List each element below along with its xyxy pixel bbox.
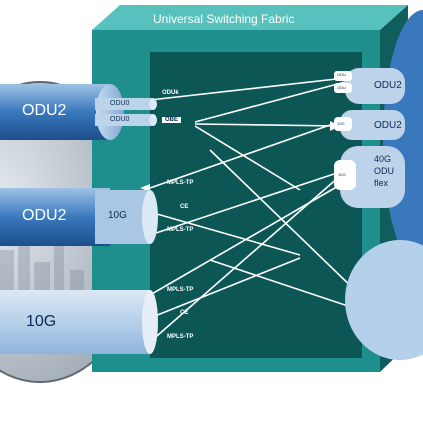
right-lower-drum bbox=[345, 240, 423, 360]
left-tube-10g bbox=[0, 290, 158, 354]
oduk-label: ODUk bbox=[162, 90, 179, 96]
line-obe-1 bbox=[194, 81, 346, 123]
cross-connect-lines bbox=[149, 77, 361, 343]
tengig-label: 10G bbox=[26, 313, 57, 330]
odu-sub-2: ODU bbox=[337, 85, 346, 90]
odu2-right-top-label: ODU2 bbox=[374, 80, 402, 91]
odu-flex-line-1: 40G bbox=[374, 154, 392, 164]
odu-sub-1: ODU bbox=[337, 72, 346, 77]
line-mpls-2 bbox=[149, 171, 341, 236]
odu0-port-1: ODU0 bbox=[110, 100, 130, 107]
right-small-plugs bbox=[334, 71, 356, 190]
plug bbox=[334, 83, 352, 93]
plug bbox=[334, 160, 356, 190]
right-tube-odu-flex bbox=[340, 146, 405, 208]
plug bbox=[334, 117, 352, 131]
right-tube-odu2-mid bbox=[340, 110, 405, 140]
obe-label: OBE bbox=[162, 117, 182, 123]
right-tube-odu2-top bbox=[345, 68, 405, 104]
odu-flex-line-2: ODU bbox=[374, 166, 394, 176]
line-mpls-1 bbox=[149, 124, 331, 189]
line-ce-1 bbox=[149, 211, 301, 256]
plug bbox=[334, 71, 352, 81]
odu-flex-line-3: flex bbox=[374, 178, 389, 188]
fabric-inner-panel bbox=[150, 52, 362, 358]
fabric-title: Universal Switching Fabric bbox=[153, 12, 295, 26]
odu2-right-mid-label: ODU2 bbox=[374, 120, 402, 131]
line-obe-3 bbox=[194, 125, 301, 191]
line-cross-b bbox=[209, 259, 361, 311]
tengig-right-flex: 10G bbox=[338, 172, 346, 177]
odu2-label-b: ODU2 bbox=[22, 207, 67, 224]
fabric-top-face bbox=[92, 5, 408, 30]
line-mpls-4 bbox=[149, 175, 341, 343]
left-tube-odu2-b bbox=[0, 188, 158, 246]
mpls-tp-label-1: MPLS-TP bbox=[167, 180, 194, 186]
mpls-tp-label-3: MPLS-TP bbox=[167, 287, 194, 293]
line-ce-2 bbox=[149, 257, 301, 319]
left-tube-odu2-a bbox=[0, 84, 157, 140]
line-obe-2 bbox=[194, 123, 341, 127]
mpls-tp-label-4: MPLS-TP bbox=[167, 334, 194, 340]
tengig-right-mid: 10G bbox=[337, 121, 345, 126]
odu2-label-a: ODU2 bbox=[22, 102, 67, 119]
odu0-port-2: ODU0 bbox=[110, 116, 130, 123]
ce-label-1: CE bbox=[180, 204, 189, 210]
tengig-port: 10G bbox=[108, 210, 127, 221]
ce-label-2: CE bbox=[180, 310, 189, 316]
mpls-tp-label-2: MPLS-TP bbox=[167, 227, 194, 233]
line-oduk bbox=[149, 77, 346, 101]
line-cross-a bbox=[209, 149, 361, 296]
